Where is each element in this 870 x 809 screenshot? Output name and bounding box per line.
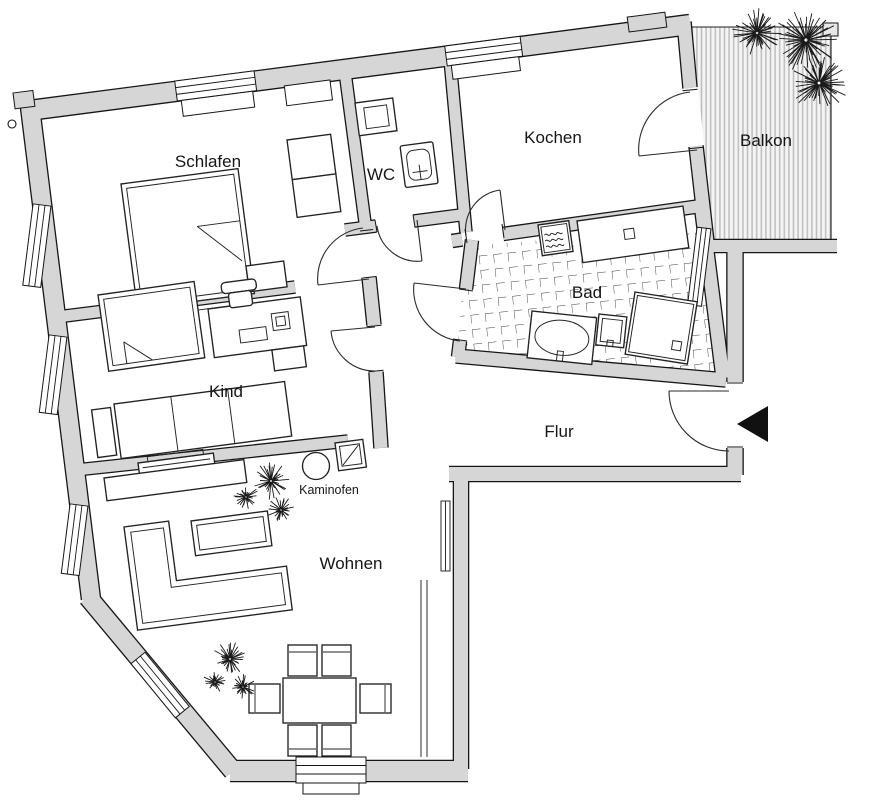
chair: [321, 724, 352, 757]
chimney-notch: [626, 11, 668, 33]
room-label-wc: WC: [367, 165, 395, 184]
corner-details: [7, 11, 668, 129]
wall-hall-corner: [362, 276, 381, 326]
chair: [359, 683, 392, 714]
room-labels: Schlafen WC Kochen Balkon Bad Kind Flur …: [175, 128, 792, 573]
wall-kochen-bottom-stub: [451, 233, 463, 247]
dining-table: [282, 677, 357, 724]
plants: [203, 8, 846, 699]
balcony-hatch: [688, 27, 831, 239]
washing-machine: [537, 219, 574, 257]
plant-icon: [214, 642, 245, 673]
wall-kochen-right-upper: [677, 21, 697, 89]
plant-icon: [232, 674, 255, 699]
window-schlafen-top: [174, 70, 258, 117]
wall-hall-kind: [369, 371, 388, 449]
plant-icon: [233, 487, 258, 509]
plant-icon: [203, 672, 226, 692]
balcony-corner-post: [822, 22, 839, 37]
wardrobe-schlafen: [286, 133, 342, 219]
bathtub: [526, 310, 598, 366]
armchair: [190, 510, 273, 557]
window-diagonal: [130, 651, 191, 719]
plant-icon: [777, 11, 837, 70]
door-entrance: [668, 382, 743, 452]
wall-wc-right: [444, 59, 472, 233]
window-wohnen-left: [60, 503, 89, 577]
plant-icon: [793, 57, 846, 106]
chair: [287, 724, 318, 757]
door-kochen: [464, 189, 506, 244]
window-bad-right: [686, 226, 712, 307]
sofa: [123, 520, 293, 631]
window-kind-left: [38, 334, 68, 416]
chair: [248, 683, 281, 714]
room-label-kind: Kind: [209, 382, 243, 401]
annotation-kaminofen: Kaminofen: [299, 483, 359, 497]
desk-drawer-unit: [271, 345, 308, 372]
chair: [287, 644, 318, 677]
window-schlafen-left: [22, 203, 52, 289]
room-label-schlafen: Schlafen: [175, 152, 241, 171]
washbasin: [354, 97, 398, 137]
wardrobe-kind: [90, 380, 293, 460]
wall-bad-bottom: [455, 349, 727, 387]
dining-set: [248, 644, 392, 757]
room-label-kochen: Kochen: [524, 128, 582, 147]
window-kochen-top: [444, 35, 524, 80]
room-label-balkon: Balkon: [740, 131, 792, 150]
doors: [317, 88, 743, 452]
kaminofen-circle-icon: [301, 451, 331, 481]
entrance-arrow-icon: [737, 406, 768, 442]
room-label-wohnen: Wohnen: [319, 554, 382, 573]
bad-toilet: [595, 313, 628, 349]
wc-toilet: [399, 141, 439, 189]
windows: [22, 35, 712, 795]
room-label-flur: Flur: [544, 422, 574, 441]
sideboard: [103, 458, 248, 502]
door-kind: [330, 324, 384, 373]
wall-wc-left: [339, 71, 372, 231]
wall-bad-left-upper: [460, 239, 478, 290]
bath-counter: [576, 205, 690, 264]
room-label-bad: Bad: [572, 283, 602, 302]
door-bad: [413, 282, 474, 342]
plant-icon: [732, 8, 782, 55]
door-wc: [374, 214, 423, 262]
desk: [207, 278, 308, 372]
chair: [321, 644, 352, 677]
balcony-door-threshold: [682, 87, 704, 147]
plant-icon: [254, 462, 290, 500]
wall-wc-bottom-right: [413, 208, 469, 227]
window-sill-cabinet: [283, 79, 334, 107]
room-divider-track: [420, 500, 451, 757]
survey-point-icon: [7, 119, 17, 129]
door-balcony: [638, 88, 704, 157]
single-bed: [97, 280, 206, 373]
plant-icon: [267, 497, 294, 521]
flue-square-icon: [334, 438, 368, 472]
wall-top: [23, 15, 692, 121]
desk-chair-seat: [227, 289, 254, 309]
shower: [624, 291, 698, 365]
wall-step: [12, 89, 36, 110]
window-bay-bottom: [295, 756, 367, 795]
furniture: [90, 97, 698, 757]
door-schlafen: [317, 227, 377, 286]
